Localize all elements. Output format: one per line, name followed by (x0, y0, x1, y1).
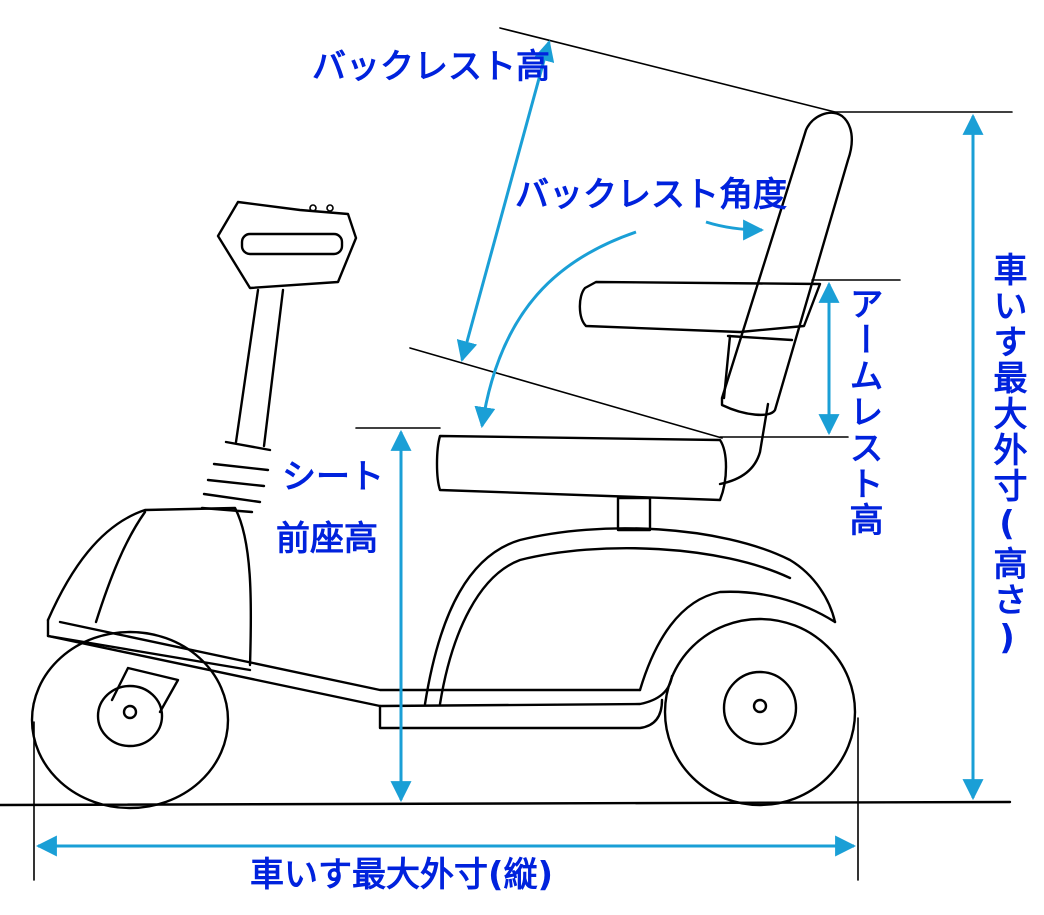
dimension-arrows (35, 39, 984, 857)
seat-front-height-label-2: 前座高 (276, 519, 378, 559)
total-length-label: 車いす最大外寸(縦) (250, 855, 554, 895)
backrest-height-label: バックレスト高 (312, 47, 550, 87)
armrest (578, 280, 822, 400)
chassis (46, 620, 674, 730)
total-height-label: 車いす最大外寸(高さ) (987, 252, 1027, 660)
rear-wheel (663, 617, 857, 807)
armrest-height-label: アームレスト高 (843, 286, 883, 538)
backrest (720, 111, 854, 417)
backrest-angle-tick (705, 219, 765, 241)
seat-front-height-label-1: シート (282, 457, 384, 497)
ground-line (0, 800, 1012, 807)
reference-lines (33, 27, 1013, 881)
rear-body (423, 527, 837, 706)
seat-cushion (435, 434, 728, 502)
backrest-angle-arc (474, 230, 637, 429)
backrest-height-arrow (456, 39, 555, 363)
backrest-angle-label: バックレスト角度 (515, 175, 787, 215)
tiller (200, 200, 358, 514)
front-wheel (30, 630, 230, 810)
seat-post (616, 402, 770, 532)
